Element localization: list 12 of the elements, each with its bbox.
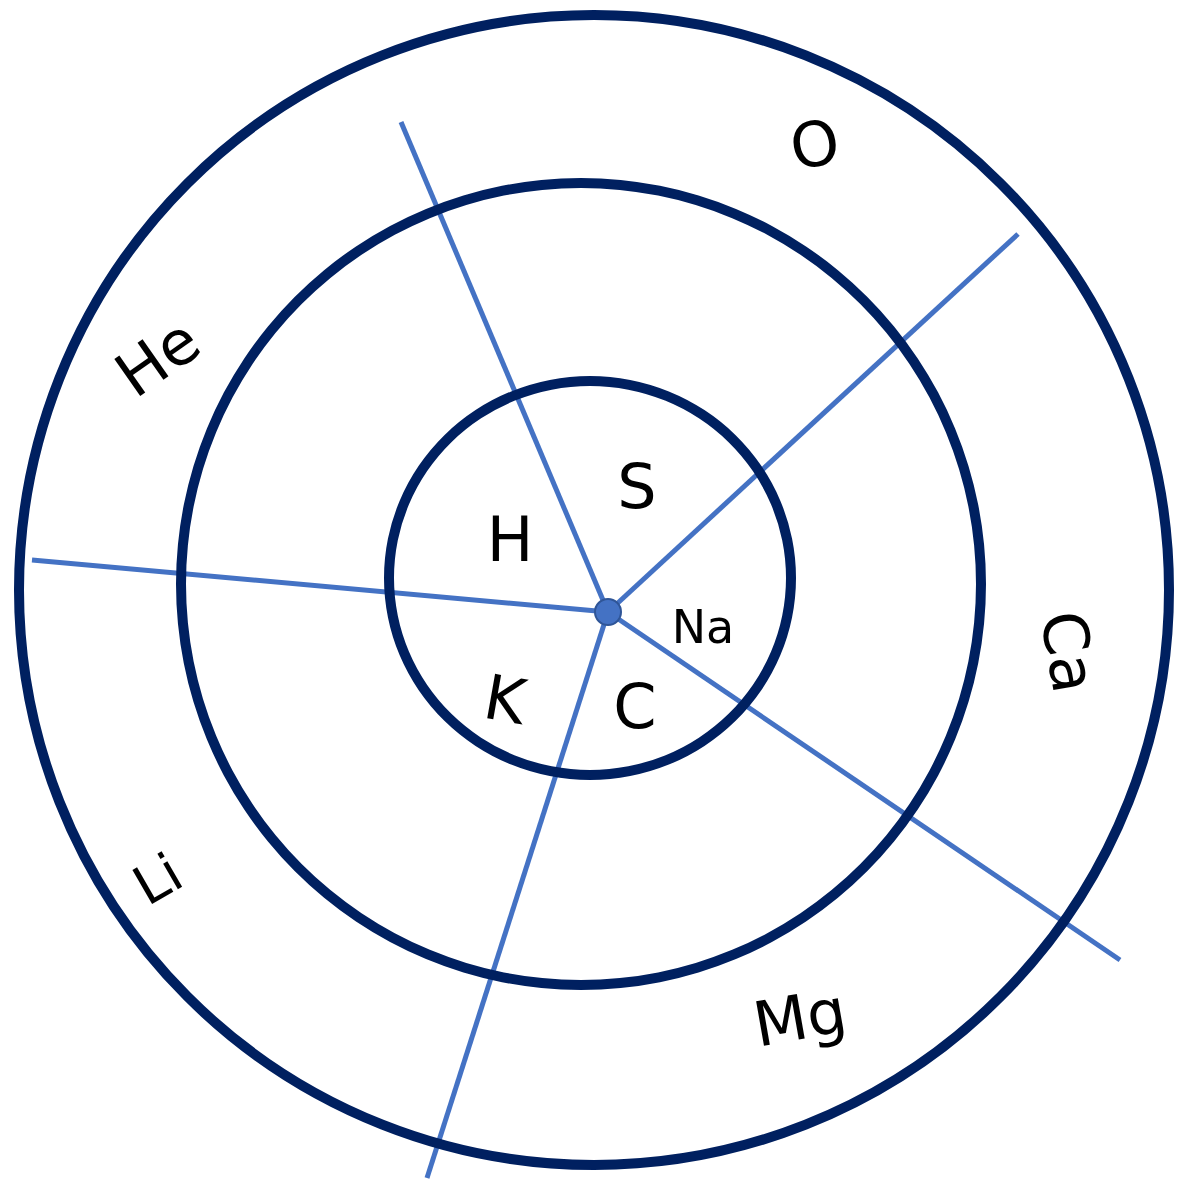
element-symbol: He: [105, 308, 211, 408]
element-symbol: C: [613, 676, 657, 738]
element-symbol: Li: [124, 845, 192, 915]
element-symbol: Na: [671, 604, 735, 650]
element-symbol: O: [785, 110, 845, 180]
ring-circle: [384, 376, 796, 780]
element-symbol: S: [617, 456, 657, 518]
element-symbol: Mg: [748, 979, 852, 1057]
ring-circle: [14, 10, 1174, 1170]
element-symbol: H: [486, 509, 534, 571]
element-symbol: Ca: [1030, 606, 1106, 698]
element-symbol: K: [479, 665, 531, 735]
